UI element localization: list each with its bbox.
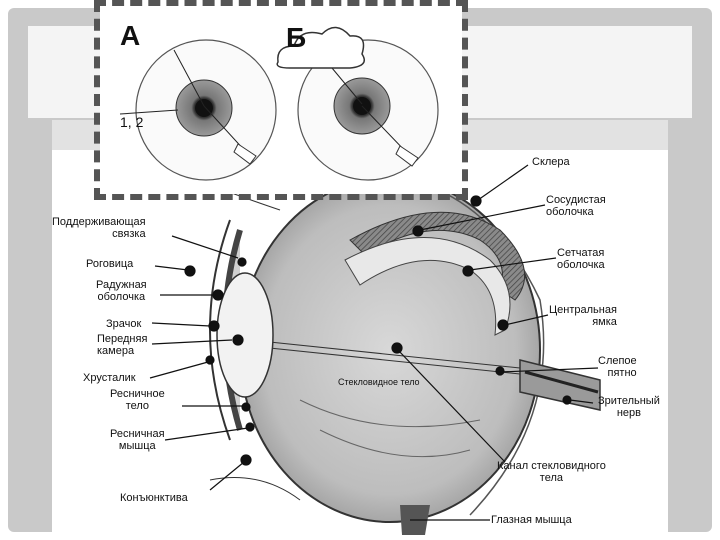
label-eye-muscle: Глазная мышца <box>491 514 572 526</box>
label-conjunctiva: Конъюнктива <box>120 492 188 504</box>
label-choroid: Сосудистая оболочка <box>546 194 606 218</box>
label-iris: Радужная оболочка <box>96 279 147 303</box>
label-vitreous-canal: Канал стекловидного тела <box>497 460 606 484</box>
label-ciliary-muscle: Ресничная мышца <box>110 428 165 452</box>
leader-lines-left <box>149 235 255 491</box>
inset-dashed-border <box>94 0 468 200</box>
label-sclera: Склера <box>532 156 570 168</box>
label-ciliary-body: Ресничное тело <box>110 388 165 412</box>
label-pupil: Зрачок <box>106 318 142 330</box>
inset-letter-b: Б <box>286 22 307 53</box>
anterior-segment <box>209 184 301 501</box>
label-lens: Хрусталик <box>83 372 136 384</box>
label-fovea: Центральная ямка <box>549 304 617 328</box>
inset-marker: 1, 2 <box>120 114 144 130</box>
label-anterior-chamber: Передняя камера <box>97 333 148 357</box>
inset-panel: А Б 1, 2 <box>100 6 462 194</box>
label-optic-nerve: Зрительный нерв <box>598 395 660 419</box>
label-blind-spot: Слепое пятно <box>598 355 637 379</box>
label-retina: Сетчатая оболочка <box>557 247 605 271</box>
label-cornea: Роговица <box>86 258 134 270</box>
label-zonule: Поддерживающая связка <box>52 216 146 240</box>
leader-lines-right <box>391 164 599 521</box>
label-vitreous-body: Стекловидное тело <box>338 377 420 387</box>
inset-letter-a: А <box>120 20 141 51</box>
inset-drawing <box>119 26 439 181</box>
